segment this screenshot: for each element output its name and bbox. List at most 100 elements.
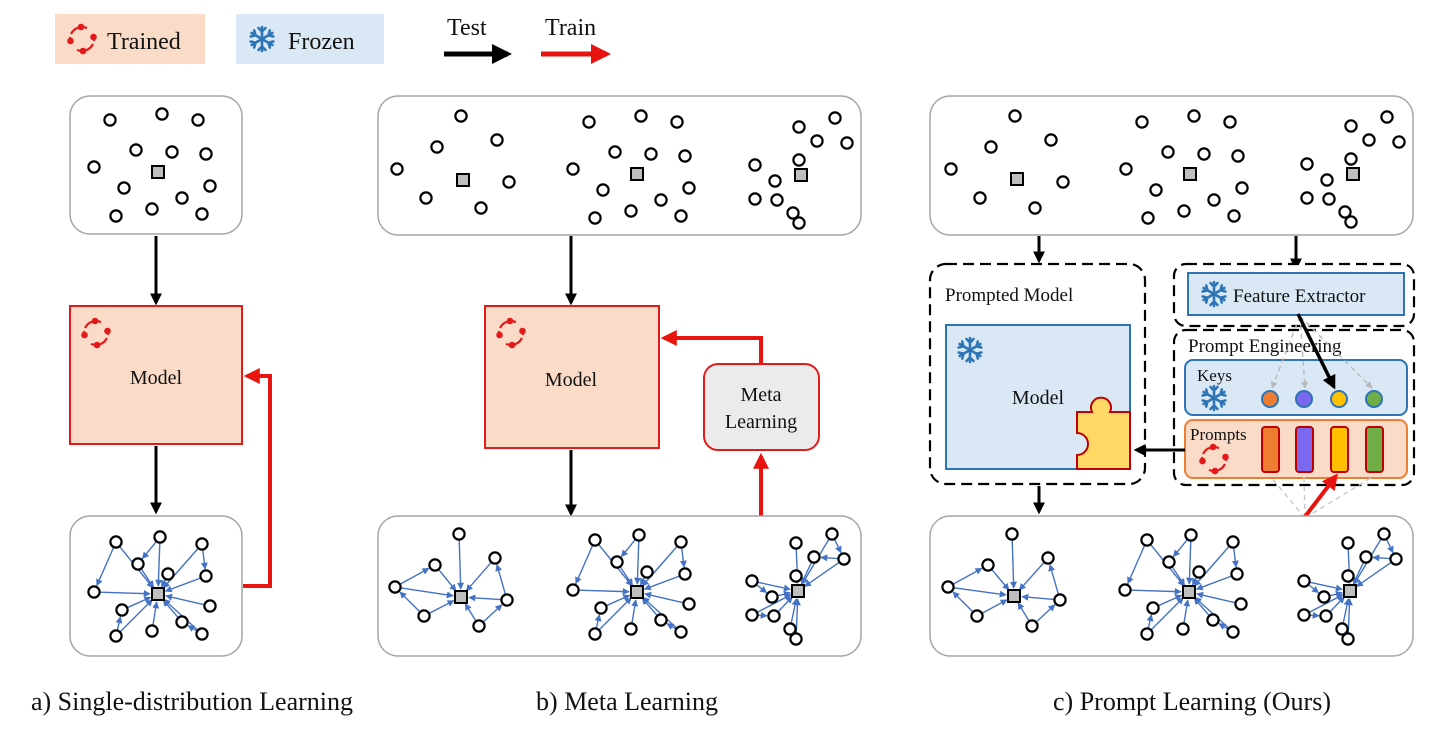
graph-edge bbox=[634, 540, 641, 585]
graph-edge bbox=[1150, 597, 1184, 631]
prompt-4 bbox=[1365, 426, 1384, 473]
graph-node bbox=[767, 609, 781, 623]
prototype-node bbox=[1182, 585, 1196, 599]
graph-edge bbox=[140, 568, 155, 588]
graph-edge bbox=[1385, 539, 1394, 554]
graph-node bbox=[1223, 115, 1237, 129]
graph-node bbox=[765, 590, 779, 604]
graph-edge bbox=[127, 596, 152, 609]
panel-b-input-points-2 bbox=[566, 109, 696, 225]
graph-edge bbox=[1231, 547, 1239, 568]
graph-node bbox=[610, 555, 624, 569]
panel-c-caption: c) Prompt Learning (Ours) bbox=[1053, 687, 1331, 716]
prompt-2 bbox=[1295, 426, 1314, 473]
prototype-node bbox=[454, 590, 468, 604]
graph-node bbox=[807, 550, 821, 564]
graph-node bbox=[608, 145, 622, 159]
graph-node bbox=[1044, 133, 1058, 147]
graph-node bbox=[199, 569, 213, 583]
prototype-node bbox=[630, 167, 644, 181]
graph-node bbox=[1341, 632, 1355, 646]
graph-node bbox=[1025, 619, 1039, 633]
graph-edge bbox=[495, 564, 507, 595]
puzzle-piece-icon bbox=[1076, 396, 1131, 470]
graph-edge bbox=[598, 597, 632, 631]
graph-node bbox=[594, 601, 608, 615]
graph-node bbox=[582, 115, 596, 129]
panel-a-input-points bbox=[87, 107, 217, 223]
graph-node bbox=[1053, 593, 1067, 607]
graph-edge bbox=[1186, 540, 1193, 585]
graph-edge bbox=[1158, 594, 1183, 607]
graph-edge bbox=[165, 593, 205, 606]
panel-a-train-arrow bbox=[243, 368, 272, 588]
graph-node bbox=[1206, 613, 1220, 627]
graph-edge bbox=[468, 594, 502, 602]
graph-node bbox=[1140, 533, 1154, 547]
graph-edge bbox=[953, 587, 1007, 598]
graph-edge bbox=[619, 566, 634, 586]
graph-node bbox=[1231, 149, 1245, 163]
graph-node bbox=[644, 147, 658, 161]
legend-test-label: Test bbox=[447, 15, 487, 41]
graph-edge bbox=[575, 545, 594, 585]
graph-node bbox=[109, 629, 123, 643]
keys-box bbox=[1184, 359, 1408, 416]
panel-c-feature-to-key-arrow bbox=[1296, 313, 1336, 390]
graph-node bbox=[748, 158, 762, 172]
legend-train-label: Train bbox=[545, 15, 596, 41]
graph-node bbox=[792, 216, 806, 230]
graph-node bbox=[654, 193, 668, 207]
graph-edge bbox=[399, 591, 421, 613]
graph-node bbox=[1359, 550, 1373, 564]
graph-edge bbox=[643, 575, 680, 591]
graph-node bbox=[1162, 555, 1176, 569]
prompt-feedback-lines bbox=[1269, 475, 1375, 519]
graph-node bbox=[566, 583, 580, 597]
panel-b-input-points-3 bbox=[748, 111, 854, 230]
graph-edge bbox=[1183, 599, 1191, 624]
graph-node bbox=[195, 207, 209, 221]
graph-node bbox=[199, 147, 213, 161]
graph-node bbox=[1341, 536, 1355, 550]
graph-edge bbox=[1329, 596, 1345, 613]
graph-edge bbox=[187, 625, 198, 632]
prompt-3 bbox=[1330, 426, 1349, 473]
graph-node bbox=[970, 609, 984, 623]
graph-node bbox=[1297, 574, 1311, 588]
graph-node bbox=[792, 120, 806, 134]
graph-node bbox=[417, 609, 431, 623]
panel-b-meta-label-line2: Learning bbox=[725, 411, 797, 433]
graph-node bbox=[670, 115, 684, 129]
graph-node bbox=[131, 557, 145, 571]
graph-edge bbox=[162, 548, 199, 589]
graph-edge bbox=[777, 590, 791, 598]
graph-node bbox=[419, 191, 433, 205]
panel-b-input-points-1 bbox=[390, 109, 516, 215]
panel-c-train-arrow bbox=[1302, 473, 1338, 520]
prototype-node bbox=[1010, 172, 1024, 186]
graph-node bbox=[1227, 209, 1241, 223]
panel-b-output-graph-3 bbox=[745, 527, 851, 646]
prototype-node bbox=[1183, 167, 1197, 181]
graph-node bbox=[1005, 527, 1019, 541]
graph-node bbox=[1177, 204, 1191, 218]
panel-b-model-box bbox=[484, 305, 660, 449]
graph-node bbox=[810, 134, 824, 148]
graph-edge bbox=[163, 598, 199, 631]
graph-edge bbox=[756, 594, 792, 613]
graph-node bbox=[825, 527, 839, 541]
graph-node bbox=[1317, 590, 1331, 604]
graph-edge bbox=[800, 562, 813, 585]
graph-edge bbox=[991, 569, 1010, 591]
graph-edge bbox=[606, 594, 631, 607]
graph-node bbox=[1341, 569, 1355, 583]
graph-node bbox=[1197, 147, 1211, 161]
graph-node bbox=[428, 558, 442, 572]
panel-b-meta-learning-box bbox=[703, 363, 820, 451]
panel-b-input-box bbox=[377, 95, 862, 236]
prototype-node bbox=[1343, 584, 1357, 598]
graph-node bbox=[500, 593, 514, 607]
legend: Trained Frozen Test Train bbox=[55, 14, 611, 64]
